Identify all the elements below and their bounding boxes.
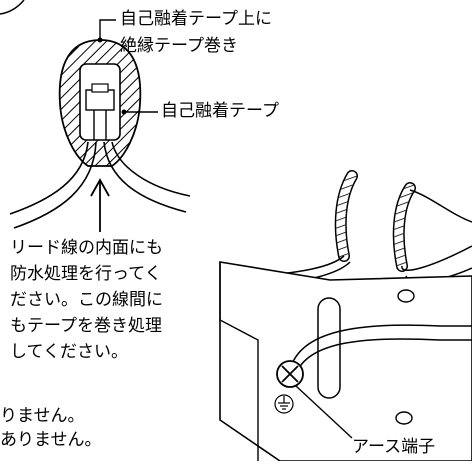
instruction-line-4: もテープを巻き処理 — [10, 316, 162, 336]
instruction-line-1: リード線の内面にも — [10, 238, 163, 258]
label-outer-tape-line1: 自己融着テープ上に — [120, 9, 272, 29]
leader-outer-tape — [99, 19, 116, 40]
leader-earth-terminal — [295, 385, 353, 439]
circle-fragment — [0, 0, 25, 15]
connector-cap — [91, 83, 109, 93]
mounting-hole-top — [397, 289, 415, 303]
instruction-line-2: 防水処理を行ってく — [10, 264, 162, 284]
instruction-line-5: してください。 — [10, 342, 128, 362]
label-inner-tape: 自己融着テープ — [161, 101, 279, 121]
connector-sleeve — [85, 89, 115, 111]
label-earth-terminal: アース端子 — [352, 437, 436, 457]
arrow-up-icon — [90, 178, 110, 232]
instruction-line-3: ださい。この線間に — [10, 290, 163, 310]
mounting-hole-bottom — [395, 411, 413, 425]
ground-icon — [274, 394, 294, 414]
label-outer-tape-line2: 絶縁テープ巻き — [120, 36, 238, 56]
bottom-note-line-2: ありません。 — [0, 430, 102, 450]
bottom-note-line-1: りません。 — [0, 406, 85, 426]
box-plate — [219, 261, 472, 462]
taped-splice — [9, 19, 191, 229]
terminal-box — [219, 170, 472, 462]
